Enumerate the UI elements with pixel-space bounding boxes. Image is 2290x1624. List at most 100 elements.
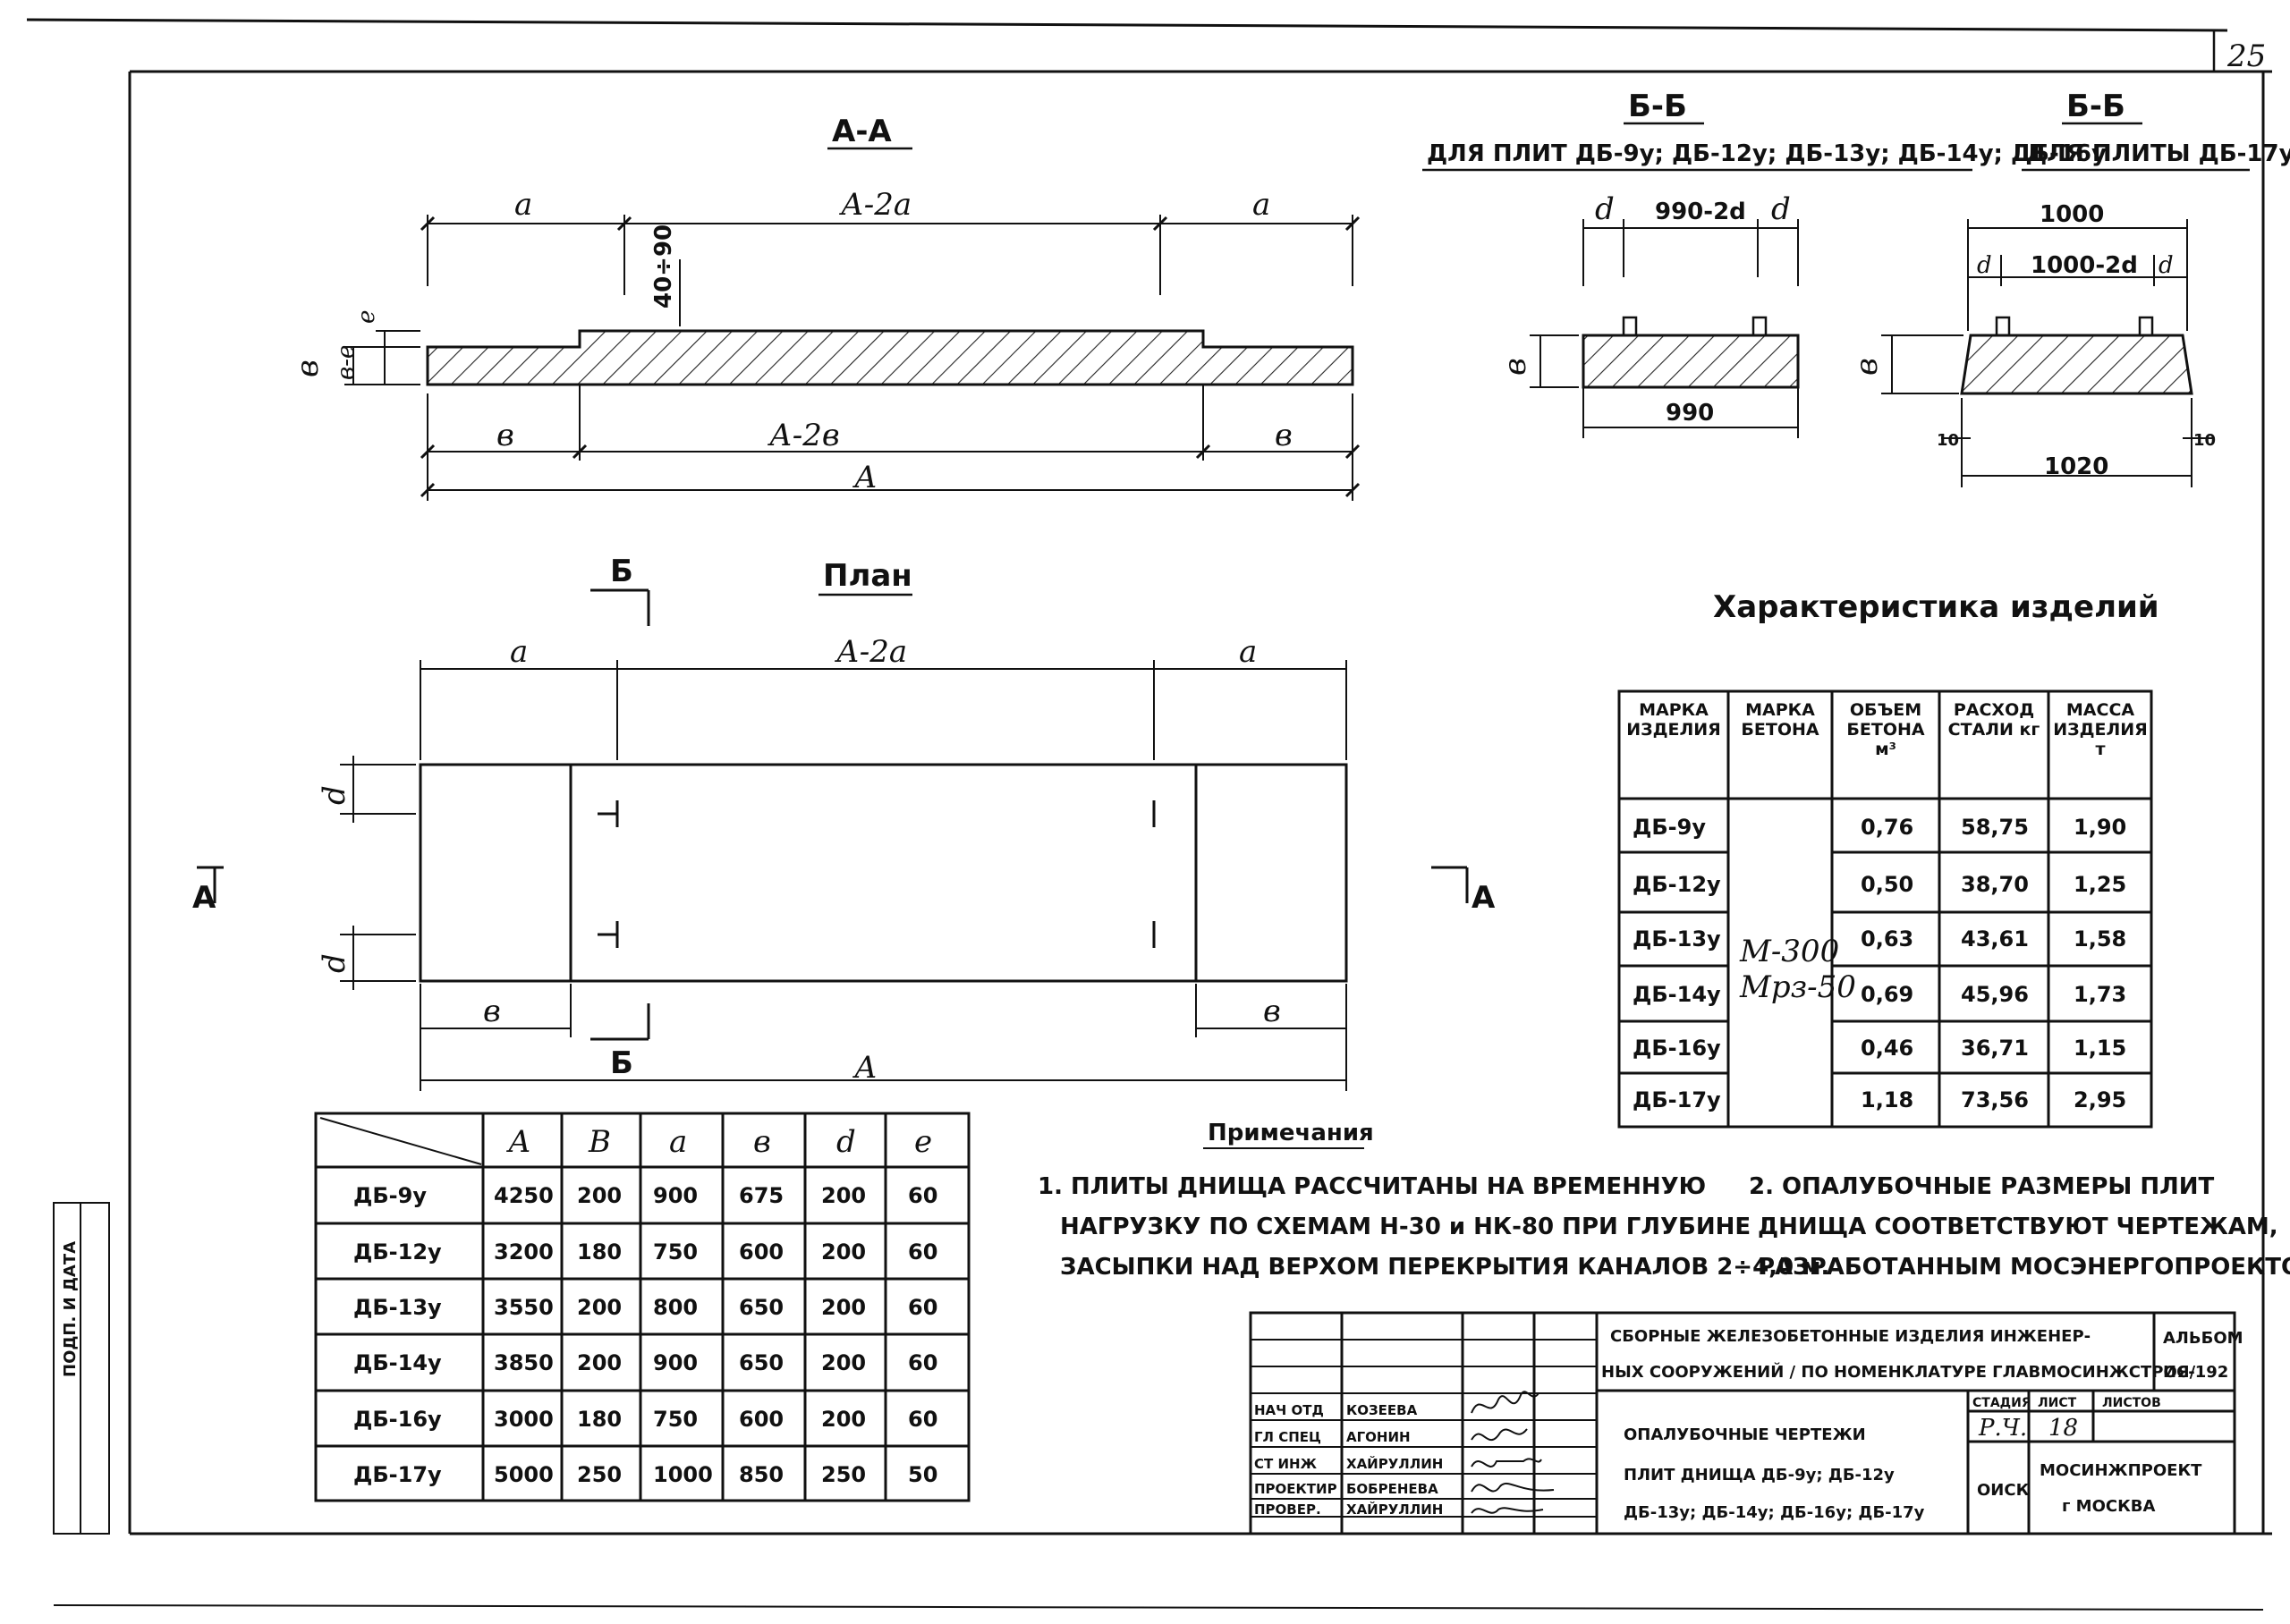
left-strip-label: ПОДП. И ДАТА (61, 1241, 80, 1377)
dim-row-cell: 3200 (494, 1239, 554, 1265)
dim-row-cell: 200 (577, 1295, 622, 1320)
stamp-album-2: ИС-192 (2163, 1363, 2228, 1382)
char-row-mass: 1,15 (2074, 1036, 2126, 1061)
dim-header-d: d (836, 1124, 856, 1160)
char-row-volume: 0,63 (1861, 926, 1913, 952)
aa-dim-b-right: в (1275, 418, 1293, 453)
char-header-concrete: МАРКА БЕТОНА (1741, 700, 1819, 740)
char-header-mass: МАССА ИЗДЕЛИЯ т (2053, 700, 2148, 759)
plan-dim-a2a: А-2а (835, 634, 907, 670)
plan-dim-d-bottom: d (317, 953, 352, 973)
stamp-name: АГОНИН (1346, 1429, 1411, 1445)
char-row-steel: 43,61 (1961, 926, 2029, 952)
dim-row-cell: 50 (908, 1462, 937, 1487)
note1-line3: ЗАСЫПКИ НАД ВЕРХОМ ПЕРЕКРЫТИЯ КАНАЛОВ 2÷… (1060, 1254, 1829, 1281)
plan-cut-a-left: А (192, 880, 216, 916)
dim-row-mark: ДБ-17у (353, 1462, 442, 1487)
bb2-subtitle: ДЛЯ ПЛИТЫ ДБ-17у (2026, 140, 2290, 167)
bb2-dim-h: в (1849, 358, 1885, 376)
dim-row-cell: 200 (821, 1295, 866, 1320)
dim-header-b: в (753, 1124, 771, 1160)
dim-row-cell: 5000 (494, 1462, 554, 1487)
plan-dim-b-right: в (1263, 994, 1281, 1029)
dim-row-cell: 650 (739, 1350, 784, 1375)
bb2-dim-bottom: 1020 (2044, 453, 2108, 480)
aa-dim-a2b: А-2в (768, 418, 840, 453)
aa-dim-total: А (852, 460, 878, 495)
aa-dim-e: е (353, 310, 380, 324)
plan-dim-a-right: а (1239, 634, 1257, 670)
note2-line2: ДНИЩА СООТВЕТСТВУЮТ ЧЕРТЕЖАМ, (1758, 1214, 2278, 1240)
char-row-mark: ДБ-9у (1633, 815, 1706, 840)
stamp-role: СТ ИНЖ (1254, 1456, 1318, 1472)
char-row-mark: ДБ-12у (1633, 872, 1721, 897)
bb2-dim-d-left: d (1977, 252, 1992, 279)
stamp-role: ПРОЕКТИР (1254, 1481, 1337, 1497)
stamp-role: НАЧ ОТД (1254, 1402, 1324, 1418)
stamp-stage-header: СТАДИЯ (1972, 1396, 2031, 1410)
char-concrete-2: Мрз-50 (1739, 969, 1856, 1005)
aa-dim-a-right: а (1252, 187, 1270, 223)
char-row-steel: 45,96 (1961, 982, 2029, 1007)
char-row-mark: ДБ-13у (1633, 926, 1721, 952)
bb1-dim-top: 990-2d (1655, 199, 1746, 225)
section-bb-2: Б-Б ДЛЯ ПЛИТЫ ДБ-17у 1000 d 1000-2d d 10… (1849, 89, 2290, 487)
char-concrete-1: М-300 (1739, 934, 1839, 969)
notes-title: Примечания (1208, 1120, 1374, 1146)
note1-line1: 1. ПЛИТЫ ДНИЩА РАССЧИТАНЫ НА ВРЕМЕННУЮ (1038, 1173, 1706, 1200)
char-row-mass: 2,95 (2074, 1087, 2126, 1112)
aa-dim-a-left: а (514, 187, 532, 223)
dim-row-cell: 200 (821, 1407, 866, 1432)
stamp-name: КОЗЕЕВА (1346, 1402, 1418, 1418)
char-row-steel: 58,75 (1961, 815, 2029, 840)
dim-row-mark: ДБ-16у (353, 1407, 442, 1432)
bb2-dim-inner: 1000-2d (2031, 252, 2138, 279)
stamp-drawing-title-3: ДБ-13у; ДБ-14у; ДБ-16у; ДБ-17у (1624, 1503, 1925, 1522)
stamp-name: ХАЙРУЛЛИН (1346, 1501, 1443, 1518)
bb1-dim-d-right: d (1771, 191, 1791, 227)
char-row-mark: ДБ-14у (1633, 982, 1721, 1007)
plan-view: План Б Б А А (192, 554, 1496, 1091)
dim-header-a: а (669, 1124, 687, 1160)
bb2-shape (1960, 334, 2193, 395)
stamp-stage-value: Р.Ч. (1978, 1415, 2027, 1442)
plan-dim-d-top: d (317, 785, 352, 805)
bb2-dim-side-right: 10 (2193, 431, 2216, 450)
dim-row-cell: 850 (739, 1462, 784, 1487)
bb1-dim-d-left: d (1595, 191, 1615, 227)
char-row-steel: 73,56 (1961, 1087, 2029, 1112)
plan-dim-a-left: а (510, 634, 528, 670)
plan-cut-b-top: Б (610, 554, 633, 589)
note2-line3: РАЗРАБОТАННЫМ МОСЭНЕРГОПРОЕКТОМ. (1758, 1254, 2290, 1281)
bb1-subtitle: ДЛЯ ПЛИТ ДБ-9у; ДБ-12у; ДБ-13у; ДБ-14у; … (1427, 140, 2107, 167)
char-row-mass: 1,90 (2074, 815, 2126, 840)
plan-title: План (823, 558, 912, 594)
left-strip (53, 1202, 110, 1535)
dim-row-cell: 3550 (494, 1295, 554, 1320)
stamp-org-2: г МОСКВА (2062, 1497, 2156, 1516)
note1-line2: НАГРУЗКУ ПО СХЕМАМ Н-30 и НК-80 ПРИ ГЛУБ… (1060, 1214, 1751, 1240)
char-header-steel: РАСХОД СТАЛИ кг (1947, 700, 2040, 740)
stamp-drawing-title-2: ПЛИТ ДНИЩА ДБ-9у; ДБ-12у (1624, 1466, 1895, 1484)
dim-header-A: А (506, 1124, 531, 1160)
char-row-volume: 0,50 (1861, 872, 1913, 897)
char-header-mark: МАРКА ИЗДЕЛИЯ (1626, 700, 1721, 740)
bb2-dim-d-right: d (2159, 252, 2174, 279)
dim-row-cell: 180 (577, 1407, 622, 1432)
char-row-volume: 0,69 (1861, 982, 1913, 1007)
dim-header-e: е (914, 1124, 932, 1160)
dim-row-cell: 200 (821, 1350, 866, 1375)
dim-row-cell: 800 (653, 1295, 698, 1320)
characteristics-table: Характеристика изделий МАРКА ИЗДЕЛИЯ МАР… (1617, 589, 2159, 1129)
bb2-dim-top: 1000 (2040, 201, 2104, 228)
char-row-volume: 0,76 (1861, 815, 1913, 840)
dim-row-cell: 3850 (494, 1350, 554, 1375)
plan-cut-b-bottom: Б (610, 1045, 633, 1081)
dim-row-cell: 180 (577, 1239, 622, 1265)
bb1-dim-h: в (1497, 358, 1533, 376)
dim-row-cell: 200 (577, 1183, 622, 1208)
char-row-volume: 0,46 (1861, 1036, 1913, 1061)
plan-cut-a-right: А (1472, 880, 1496, 916)
